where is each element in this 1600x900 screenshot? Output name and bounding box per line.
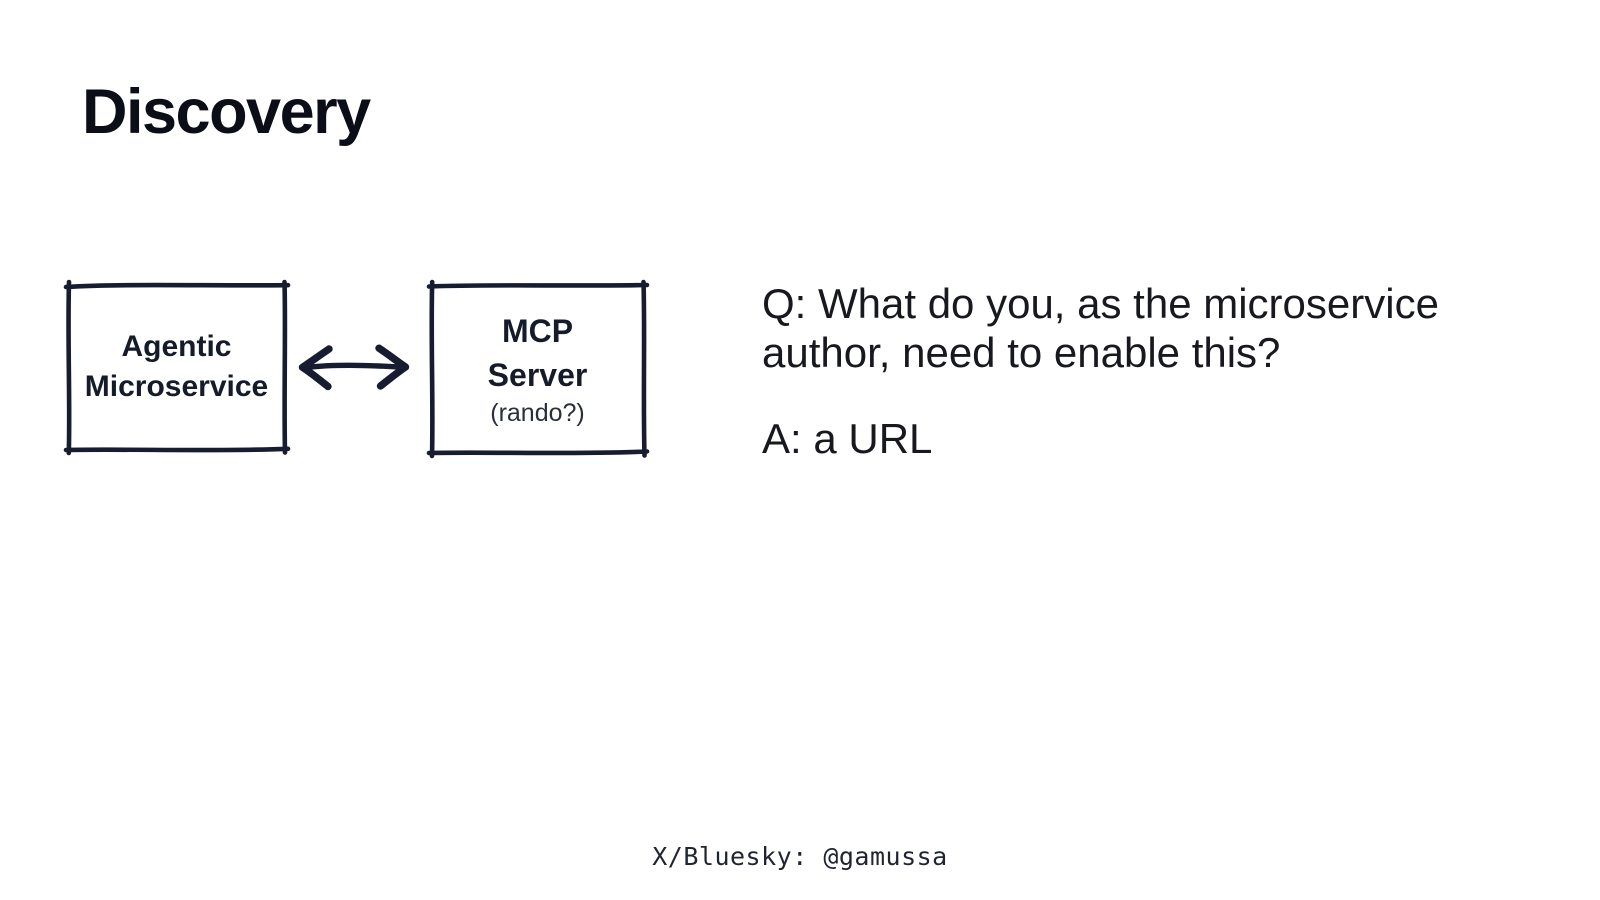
mcp-server-label: MCP Server [487,312,588,393]
double-arrow-icon [295,339,413,395]
agentic-microservice-box: Agentic Microservice [62,278,291,456]
agentic-microservice-label: Agentic Microservice [84,329,269,404]
double-arrow-svg [298,344,410,391]
qa-block: Q: What do you, as the microservice auth… [762,279,1482,463]
footer-social-handle: X/Bluesky: @gamussa [652,842,948,871]
sketch-border [63,279,291,456]
answer-text: A: a URL [762,415,933,462]
mcp-server-box: MCP Server (rando?) [425,278,650,459]
page-title: Discovery [82,77,371,147]
mcp-server-subtitle: (rando?) [490,399,585,428]
question-text: Q: What do you, as the microservice auth… [762,280,1439,376]
sketch-border [426,279,650,459]
